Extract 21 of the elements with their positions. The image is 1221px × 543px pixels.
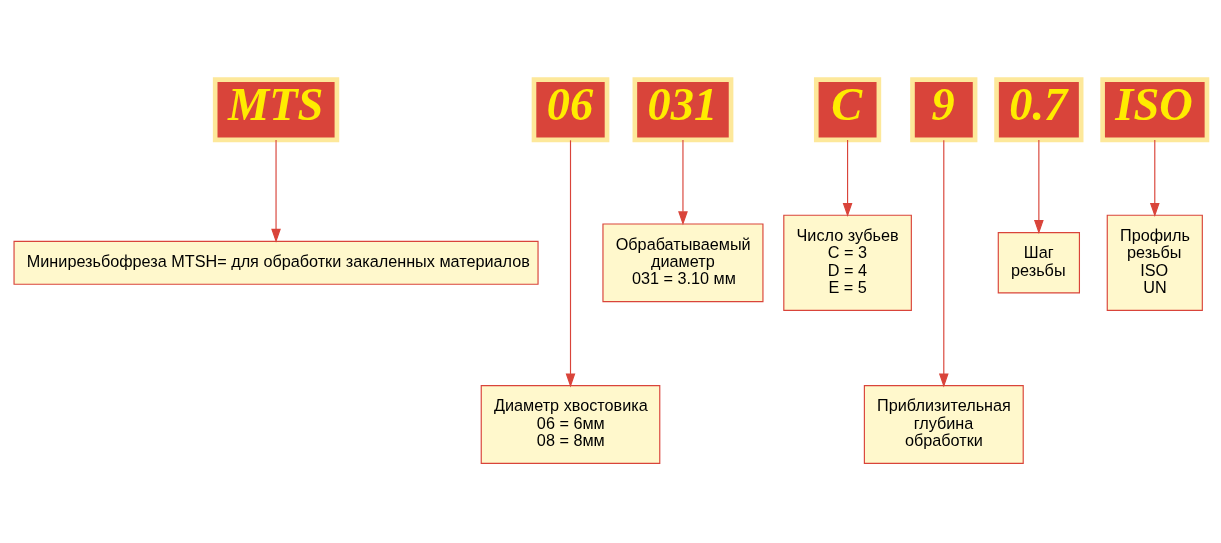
node-box: ISO xyxy=(1100,77,1210,143)
arrow xyxy=(565,139,576,388)
node-box: MTS xyxy=(212,77,340,143)
node-box: C xyxy=(813,77,882,143)
arrow xyxy=(1149,139,1160,217)
node-box: 0.7 xyxy=(994,77,1084,143)
arrow xyxy=(271,139,281,243)
node-box: 031 xyxy=(632,77,734,143)
arrow xyxy=(842,139,853,217)
node-box: 9 xyxy=(910,77,978,143)
node-box: Диаметр хвостовика 06 = 6мм 08 = 8мм xyxy=(480,385,661,464)
node-box: Шаг резьбы xyxy=(997,232,1080,294)
arrow xyxy=(938,139,949,388)
node-box: Число зубьев C = 3 D = 4 E = 5 xyxy=(783,214,912,311)
node-box: Приблизительная глубина обработки xyxy=(863,385,1024,464)
node-box: Профиль резьбы ISO UN xyxy=(1106,214,1203,311)
node-box: 06 xyxy=(531,77,610,143)
node-box: Обрабатываемый диаметр 031 = 3.10 мм xyxy=(602,223,764,303)
node-box: Минирезьбофреза MTSH= для обработки закаленных материалов xyxy=(13,240,539,285)
arrow xyxy=(678,139,688,226)
arrow xyxy=(1034,139,1044,234)
